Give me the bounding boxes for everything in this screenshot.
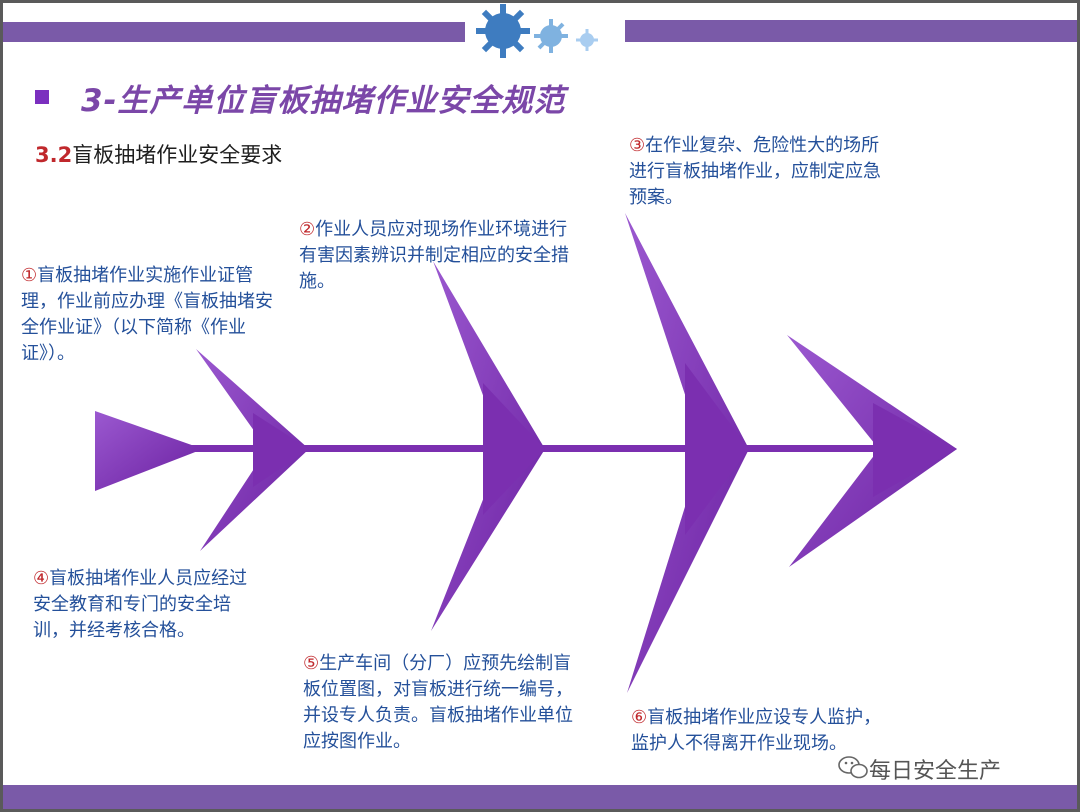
section-subtitle: 3.2盲板抽堵作业安全要求	[35, 139, 282, 169]
callout-number: ⑤	[303, 653, 319, 674]
callout-text: 盲板抽堵作业人员应经过安全教育和专门的安全培训，并经考核合格。	[33, 568, 247, 641]
watermark-text: 每日安全生产	[869, 753, 1001, 785]
callout-text: 作业人员应对现场作业环境进行有害因素辨识并制定相应的安全措施。	[299, 219, 569, 292]
callout-number: ③	[629, 135, 645, 156]
callout-number: ⑥	[631, 707, 647, 728]
slide: 3-生产单位盲板抽堵作业安全规范 3.2盲板抽堵作业安全要求 ①盲板抽堵作业实施…	[3, 3, 1077, 809]
callout-2: ②作业人员应对现场作业环境进行有害因素辨识并制定相应的安全措施。	[299, 217, 579, 295]
page-title: 3-生产单位盲板抽堵作业安全规范	[81, 75, 565, 120]
callout-text: 生产车间（分厂）应预先绘制盲板位置图，对盲板进行统一编号，并设专人负责。盲板抽堵…	[303, 653, 573, 752]
section-number: 3.2	[35, 143, 72, 167]
callout-3: ③在作业复杂、危险性大的场所进行盲板抽堵作业，应制定应急预案。	[629, 133, 889, 211]
gear-cluster-icon	[476, 4, 598, 58]
callout-6: ⑥盲板抽堵作业应设专人监护，监护人不得离开作业现场。	[631, 705, 893, 757]
callout-number: ①	[21, 265, 37, 286]
fishbone-tail	[95, 411, 203, 491]
section-text: 盲板抽堵作业安全要求	[72, 143, 282, 167]
callout-1: ①盲板抽堵作业实施作业证管理，作业前应办理《盲板抽堵安全作业证》（以下简称《作业…	[21, 263, 281, 367]
callout-number: ④	[33, 568, 49, 589]
wechat-icon	[839, 757, 867, 778]
square-bullet-icon	[35, 90, 49, 104]
callout-5: ⑤生产车间（分厂）应预先绘制盲板位置图，对盲板进行统一编号，并设专人负责。盲板抽…	[303, 651, 583, 755]
callout-text: 盲板抽堵作业实施作业证管理，作业前应办理《盲板抽堵安全作业证》（以下简称《作业证…	[21, 265, 273, 364]
callout-text: 在作业复杂、危险性大的场所进行盲板抽堵作业，应制定应急预案。	[629, 135, 881, 208]
callout-number: ②	[299, 219, 315, 240]
callout-text: 盲板抽堵作业应设专人监护，监护人不得离开作业现场。	[631, 707, 881, 754]
callout-4: ④盲板抽堵作业人员应经过安全教育和专门的安全培训，并经考核合格。	[33, 566, 255, 644]
